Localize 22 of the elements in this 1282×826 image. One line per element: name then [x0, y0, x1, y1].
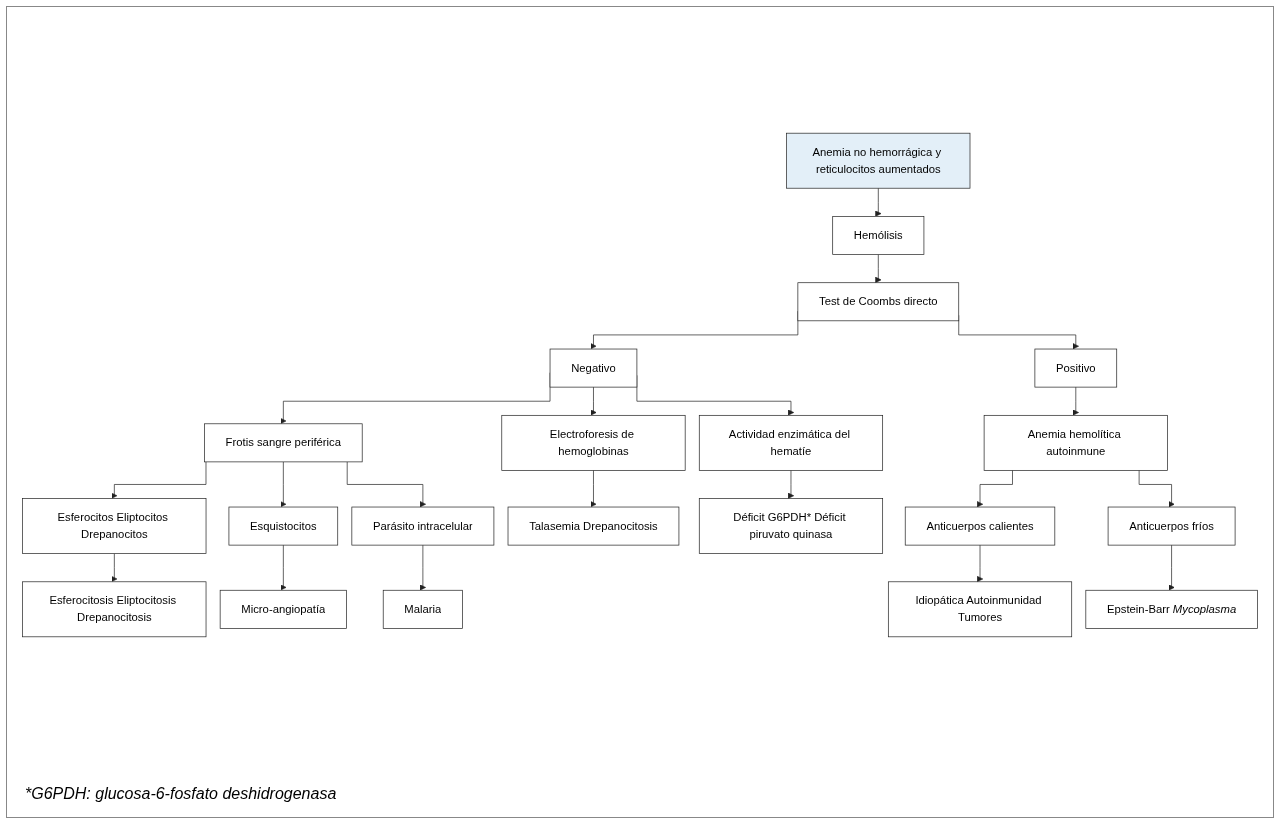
node-box: Epstein-Barr Mycoplasma: [1085, 589, 1258, 629]
node-box: Frotis sangre periférica: [204, 423, 363, 463]
node-box: Anemia hemolítica autoinmune: [983, 414, 1168, 471]
caption: *G6PDH: glucosa-6-fosfato deshidrogenasa: [25, 785, 337, 803]
node-box: Talasemia Drepanocitosis: [507, 506, 680, 546]
node-box: Anemia no hemorrágica y reticulocitos aumentados: [786, 132, 971, 189]
node-box: Test de Coombs directo: [797, 282, 960, 322]
node-box: Déficit G6PDH* Déficit piruvato quinasa: [698, 498, 884, 554]
node-box: Idiopática Autoinmunidad Tumores: [887, 581, 1073, 638]
node-box: Esferocitosis Eliptocitosis Drepanocitosis: [22, 581, 207, 638]
node-box: Esferocitos Eliptocitos Drepanocitos: [22, 498, 207, 554]
node-box: Esquistocitos: [228, 506, 339, 546]
node-box: Actividad enzimática del hematíe: [698, 414, 884, 471]
node-box: Parásito intracelular: [351, 506, 495, 546]
node-box: Micro-angiopatía: [219, 589, 347, 629]
node-box: Negativo: [549, 348, 638, 388]
node-box: Anticuerpos calientes: [904, 506, 1056, 546]
node-box: Hemólisis: [832, 216, 925, 255]
node-box: Positivo: [1034, 348, 1118, 388]
node-box: Malaria: [382, 589, 463, 629]
node-box: Electroforesis de hemoglobinas: [501, 414, 686, 471]
node-box: Anticuerpos fríos: [1107, 506, 1236, 546]
